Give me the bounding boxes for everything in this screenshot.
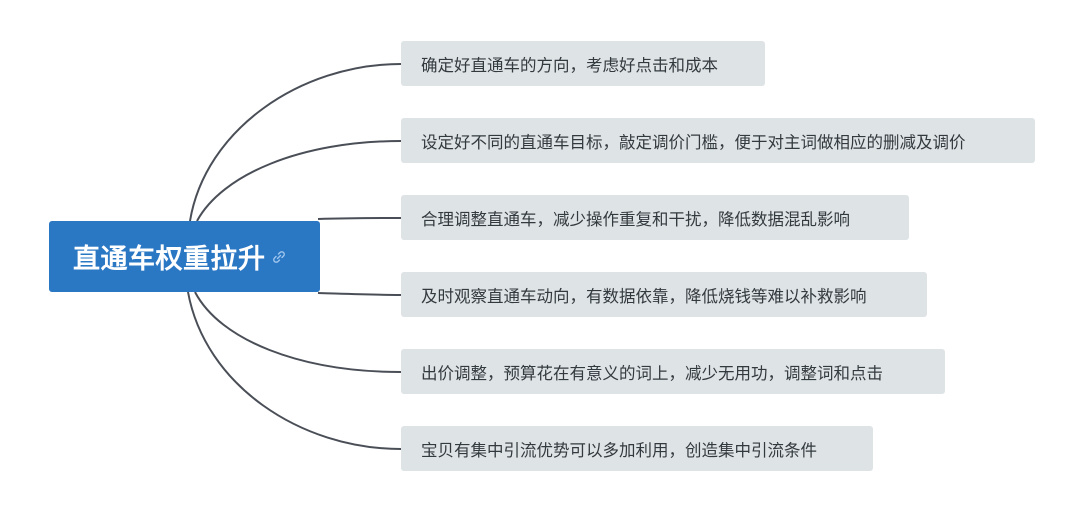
link-icon[interactable] bbox=[272, 250, 286, 264]
connector-line-3 bbox=[317, 217, 402, 220]
branch-topic-4[interactable]: 及时观察直通车动向，有数据依靠，降低烧钱等难以补救影响 bbox=[401, 272, 927, 317]
branch-topic-1[interactable]: 确定好直通车的方向，考虑好点击和成本 bbox=[401, 41, 765, 86]
branch-topic-label: 出价调整，预算花在有意义的词上，减少无用功，调整词和点击 bbox=[421, 363, 883, 383]
branch-topic-label: 确定好直通车的方向，考虑好点击和成本 bbox=[421, 55, 718, 75]
branch-topic-3[interactable]: 合理调整直通车，减少操作重复和干扰，降低数据混乱影响 bbox=[401, 195, 909, 240]
branch-topic-2[interactable]: 设定好不同的直通车目标，敲定调价门槛，便于对主词做相应的删减及调价 bbox=[401, 118, 1035, 163]
connector-line-4 bbox=[317, 292, 402, 296]
branch-topic-label: 合理调整直通车，减少操作重复和干扰，降低数据混乱影响 bbox=[421, 209, 850, 229]
branch-topic-5[interactable]: 出价调整，预算花在有意义的词上，减少无用功，调整词和点击 bbox=[401, 349, 945, 394]
connector-line-1 bbox=[189, 63, 402, 222]
branch-topic-label: 及时观察直通车动向，有数据依靠，降低烧钱等难以补救影响 bbox=[421, 286, 867, 306]
branch-topic-label: 设定好不同的直通车目标，敲定调价门槛，便于对主词做相应的删减及调价 bbox=[421, 132, 966, 152]
connector-line-5 bbox=[194, 291, 402, 373]
branch-topic-label: 宝贝有集中引流优势可以多加利用，创造集中引流条件 bbox=[421, 440, 817, 460]
central-topic-label: 直通车权重拉升 bbox=[73, 244, 266, 275]
branch-topic-6[interactable]: 宝贝有集中引流优势可以多加利用，创造集中引流条件 bbox=[401, 426, 873, 471]
central-topic[interactable]: 直通车权重拉升 bbox=[49, 221, 320, 292]
connector-line-6 bbox=[187, 291, 402, 450]
connector-line-2 bbox=[196, 140, 402, 222]
